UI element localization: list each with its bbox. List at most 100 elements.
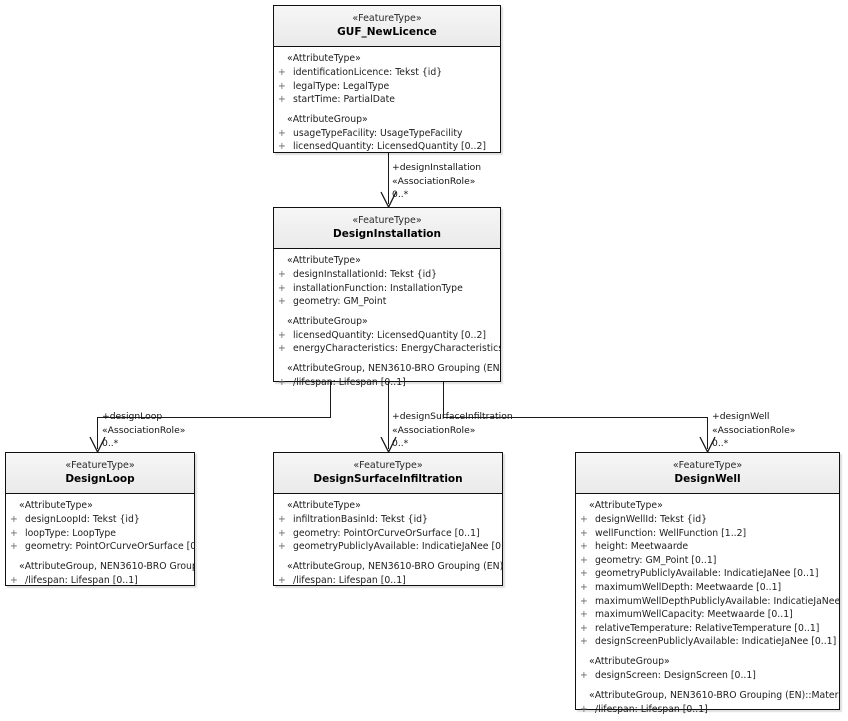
attribute-text: designScreen: DesignScreen [0..1] xyxy=(595,669,756,681)
attribute-group-label: «AttributeType» xyxy=(589,500,663,511)
association-stereotype: «AssociationRole» xyxy=(712,424,796,436)
attribute-row: + licensedQuantity: LicensedQuantity [0.… xyxy=(274,140,500,154)
attribute-group-label: «AttributeType» xyxy=(287,53,361,64)
attribute-visibility: + xyxy=(278,80,286,92)
attribute-text: designScreenPubliclyAvailable: Indicatie… xyxy=(595,636,837,648)
attribute-visibility: + xyxy=(278,376,286,388)
attribute-visibility: + xyxy=(580,636,588,648)
class-body-designinstallation: «AttributeType» + designInstallationId: … xyxy=(274,249,500,395)
attribute-text: loopType: LoopType xyxy=(25,527,116,539)
attribute-group-label: «AttributeGroup» xyxy=(589,655,670,667)
attribute-visibility: + xyxy=(580,703,588,715)
attribute-text: /lifespan: Lifespan [0..1] xyxy=(293,376,406,388)
attribute-text: geometry: PointOrCurveOrSurface [0..1] xyxy=(293,527,480,539)
association-label-designwell: +designWell «AssociationRole» 0..* xyxy=(712,410,795,451)
attribute-visibility: + xyxy=(278,127,286,139)
class-stereotype: «FeatureType» xyxy=(672,460,743,471)
association-multiplicity: 0..* xyxy=(392,189,409,200)
class-header-guf-newlicence: «FeatureType» GUF_NewLicence xyxy=(274,6,500,47)
attribute-visibility: + xyxy=(580,554,588,566)
connector-designwell-horizontal xyxy=(443,417,708,419)
class-body-designsurfaceinfiltration: «AttributeType» + infiltrationBasinId: T… xyxy=(274,494,502,592)
attribute-row: + geometry: GM_Point xyxy=(274,295,500,309)
attribute-text: designLoopId: Tekst {id} xyxy=(25,514,140,525)
attribute-row: + maximumWellDepthPubliclyAvailable: Ind… xyxy=(576,595,839,609)
association-role-name: +designLoop xyxy=(102,411,163,422)
attribute-row: + geometry: PointOrCurveOrSurface [0..1] xyxy=(6,540,194,554)
attribute-group-label: «AttributeGroup, NEN3610-BRO Grouping (E… xyxy=(589,689,839,701)
attribute-group-label: «AttributeType» xyxy=(19,500,93,511)
class-header-designsurfaceinfiltration: «FeatureType» DesignSurfaceInfiltration xyxy=(274,453,502,494)
attribute-text: installationFunction: InstallationType xyxy=(293,282,463,294)
class-box-guf-newlicence[interactable]: «FeatureType» GUF_NewLicence «AttributeT… xyxy=(273,5,501,153)
class-name: DesignLoop xyxy=(65,473,135,485)
attribute-row: + height: Meetwaarde xyxy=(576,540,839,554)
attribute-visibility: + xyxy=(278,527,286,539)
association-stereotype: «AssociationRole» xyxy=(392,175,476,187)
attribute-text: wellFunction: WellFunction [1..2] xyxy=(595,527,747,539)
attribute-visibility: + xyxy=(10,541,18,553)
attribute-visibility: + xyxy=(580,622,588,634)
class-name: DesignSurfaceInfiltration xyxy=(313,473,463,485)
attribute-text: designInstallationId: Tekst {id} xyxy=(293,269,438,280)
attribute-visibility: + xyxy=(278,269,286,280)
attribute-text: maximumWellCapacity: Meetwaarde [0..1] xyxy=(595,609,793,621)
attribute-visibility: + xyxy=(580,514,588,525)
attribute-visibility: + xyxy=(10,574,18,586)
attribute-visibility: + xyxy=(278,514,286,525)
association-multiplicity: 0..* xyxy=(102,438,119,449)
connector-designwell-stub xyxy=(443,382,445,418)
attribute-text: geometryPubliclyAvailable: IndicatieJaNe… xyxy=(595,568,819,580)
attribute-text: designWellId: Tekst {id} xyxy=(595,514,708,525)
attribute-row: + designWellId: Tekst {id} xyxy=(576,513,839,527)
attribute-visibility: + xyxy=(580,527,588,539)
attribute-group-label: «AttributeGroup, NEN3610-BRO Grouping (E… xyxy=(287,560,502,572)
attribute-row: + relativeTemperature: RelativeTemperatu… xyxy=(576,622,839,636)
attribute-visibility: + xyxy=(580,581,588,593)
attribute-text: /lifespan: Lifespan [0..1] xyxy=(293,574,406,586)
attribute-text: height: Meetwaarde xyxy=(595,541,689,553)
attribute-visibility: + xyxy=(580,595,588,607)
association-role-name: +designInstallation xyxy=(392,162,482,173)
attribute-text: licensedQuantity: LicensedQuantity [0..2… xyxy=(293,329,487,341)
attribute-row: + wellFunction: WellFunction [1..2] xyxy=(576,527,839,541)
attribute-row: + geometry: GM_Point [0..1] xyxy=(576,554,839,568)
connector-designwell-drop xyxy=(707,417,709,449)
attribute-text: geometry: GM_Point xyxy=(293,296,387,308)
class-header-designwell: «FeatureType» DesignWell xyxy=(576,453,839,494)
attribute-visibility: + xyxy=(580,669,588,681)
association-multiplicity: 0..* xyxy=(392,438,409,449)
attribute-visibility: + xyxy=(278,296,286,308)
attribute-row: + /lifespan: Lifespan [0..1] xyxy=(274,376,500,390)
class-box-designsurfaceinfiltration[interactable]: «FeatureType» DesignSurfaceInfiltration … xyxy=(273,452,503,586)
attribute-row: + designLoopId: Tekst {id} xyxy=(6,513,194,527)
attribute-row: + designScreenPubliclyAvailable: Indicat… xyxy=(576,635,839,649)
class-stereotype: «FeatureType» xyxy=(65,460,135,471)
attribute-visibility: + xyxy=(278,94,286,106)
class-box-designloop[interactable]: «FeatureType» DesignLoop «AttributeType»… xyxy=(5,452,195,586)
attribute-row: + maximumWellDepth: Meetwaarde [0..1] xyxy=(576,581,839,595)
attribute-row: + geometryPubliclyAvailable: IndicatieJa… xyxy=(274,540,502,554)
attribute-row: + maximumWellCapacity: Meetwaarde [0..1] xyxy=(576,608,839,622)
attribute-visibility: + xyxy=(278,141,286,153)
association-label-designsurfaceinfiltration: +designSurfaceInfiltration «AssociationR… xyxy=(392,410,513,451)
attribute-row: + /lifespan: Lifespan [0..1] xyxy=(6,574,194,588)
attribute-row: + loopType: LoopType xyxy=(6,527,194,541)
class-header-designloop: «FeatureType» DesignLoop xyxy=(6,453,194,494)
association-role-name: +designWell xyxy=(712,411,770,422)
attribute-text: energyCharacteristics: EnergyCharacteris… xyxy=(293,343,500,355)
attribute-group-label: «AttributeType» xyxy=(287,255,361,266)
class-box-designwell[interactable]: «FeatureType» DesignWell «AttributeType»… xyxy=(575,452,840,715)
attribute-visibility: + xyxy=(580,541,588,553)
attribute-visibility: + xyxy=(278,343,286,355)
attribute-row: + startTime: PartialDate xyxy=(274,93,500,107)
attribute-text: /lifespan: Lifespan [0..1] xyxy=(25,574,138,586)
association-label-designloop: +designLoop «AssociationRole» 0..* xyxy=(102,410,185,451)
attribute-text: legalType: LegalType xyxy=(293,80,390,92)
attribute-visibility: + xyxy=(278,67,286,78)
class-box-designinstallation[interactable]: «FeatureType» DesignInstallation «Attrib… xyxy=(273,207,501,388)
attribute-group-label: «AttributeGroup, NEN3610-BRO Grouping (E… xyxy=(287,362,500,374)
attribute-text: relativeTemperature: RelativeTemperature… xyxy=(595,622,820,634)
attribute-text: geometryPubliclyAvailable: IndicatieJaNe… xyxy=(293,541,502,553)
attribute-text: maximumWellDepthPubliclyAvailable: Indic… xyxy=(595,595,839,607)
